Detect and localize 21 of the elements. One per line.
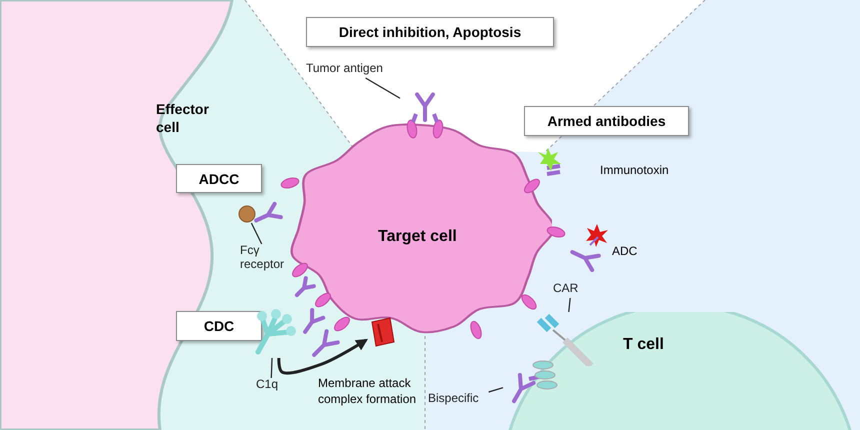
region-label: Effector cell	[156, 100, 220, 140]
leader-line	[488, 387, 504, 393]
leader-line	[365, 77, 400, 99]
cell-label: T cell	[623, 336, 664, 354]
callout-text: Bispecific	[428, 392, 496, 408]
leader-line	[250, 222, 262, 244]
heading-box: ADCC	[176, 164, 262, 193]
callout-text: Membrane attack complex formation	[318, 376, 418, 408]
callout-text: CAR	[553, 282, 589, 298]
callout-text: ADC	[612, 244, 638, 260]
callout-text: Fcγ receptor	[240, 244, 300, 278]
leader-line	[270, 358, 273, 378]
heading-box: CDC	[176, 311, 262, 341]
arrow	[277, 338, 368, 375]
callout-text: Immunotoxin	[600, 163, 669, 179]
callout-text: C1q	[256, 378, 286, 394]
leader-line	[568, 298, 571, 312]
receptor-drawing	[238, 205, 256, 223]
callout-text: Tumor antigen	[306, 62, 398, 78]
heading-box: Armed antibodies	[524, 106, 689, 136]
heading-box: Direct inhibition, Apoptosis	[306, 17, 554, 47]
